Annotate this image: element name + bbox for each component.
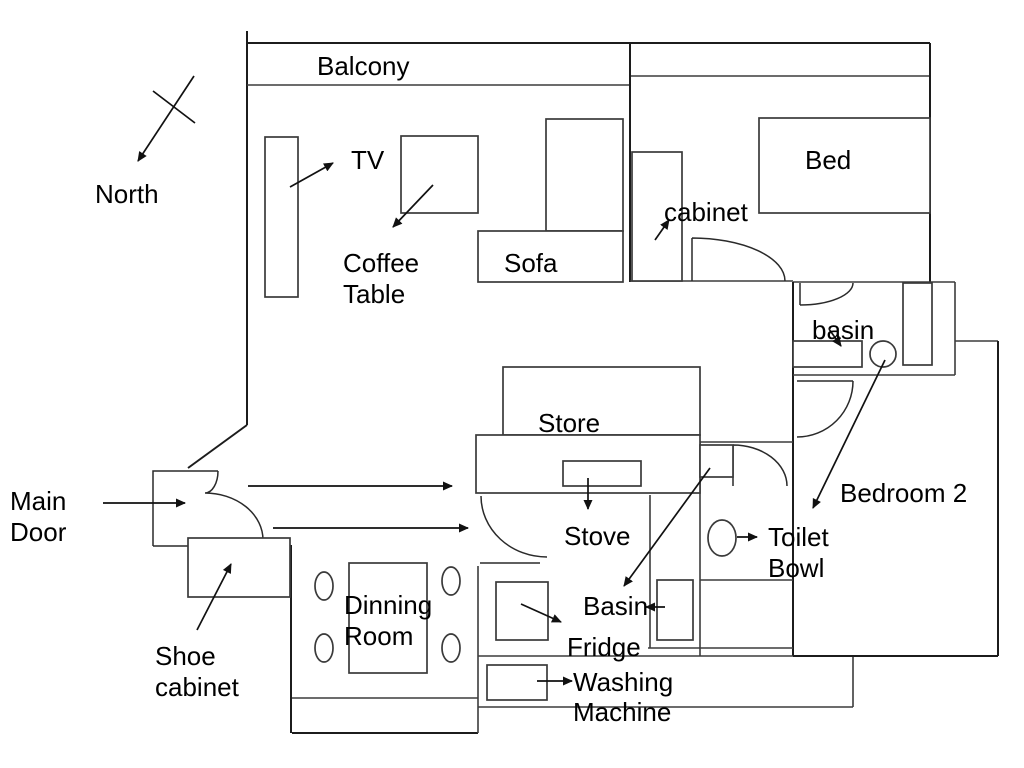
sofa-label: Sofa [504,248,558,278]
toilet-bowl-label-line2: Bowl [768,553,824,583]
shoe-cabinet-pointer-arrow [196,563,232,631]
cabinet-label: cabinet [664,197,749,227]
coffee-table-label-line2: Table [343,279,405,309]
dining-table [348,562,428,674]
doors [152,237,854,564]
shoe-cabinet-label-line1: Shoe [155,641,216,671]
dining-chair [314,571,334,601]
dining-chair [441,566,461,596]
dinning-room-label-line2: Room [344,621,413,651]
tv-label: TV [351,145,385,175]
coffee-table-label-line1: Coffee [343,248,419,278]
sofa-back-section [545,118,624,232]
store-label: Store [538,408,600,438]
fridge-pointer-arrow [520,603,562,623]
bathroom2-basin [699,444,734,478]
north-label: North [95,179,159,209]
wall-diagonal-entry [187,424,248,469]
basin-bath1-label: basin [812,315,874,345]
stove [562,460,642,487]
north-arrow [137,75,195,162]
bathroom1-toilet-bowl [869,340,897,368]
bathroom2-toilet-bowl [707,519,737,557]
labels: Balcony North TV Coffee Table Sofa cabin… [10,51,967,727]
bathroom1-fixture [902,282,933,366]
shoe-cabinet [187,537,291,598]
bathroom1-basin-counter [792,340,863,368]
fridge [495,581,549,641]
dinning-room-label-line1: Dinning [344,590,432,620]
washing-machine-label-line2: Machine [573,697,671,727]
stove-label: Stove [564,521,631,551]
main-door-leaf-and-swing [152,470,264,547]
bedroom2-door-swing [796,380,854,438]
coffee-table [400,135,479,214]
bed-label: Bed [805,145,851,175]
coffee-table-pointer-arrow [392,184,434,228]
toilet-bowl-label-line1: Toilet [768,522,829,552]
washing-machine-label-line1: Washing [573,667,673,697]
bathroom1-door-swing [799,282,854,306]
store-room [502,366,701,436]
north-arrow-crossbar [152,90,196,124]
basin-bath2-pointer-arrow [623,467,711,587]
bed [758,117,931,214]
basin-label: Basin [583,591,648,621]
sofa-seat-section [477,230,624,283]
balcony-label: Balcony [317,51,410,81]
basin-bath1-pointer-arrow [828,328,842,347]
bathroom2-door-swing [732,444,788,487]
dining-chair [441,633,461,663]
bedroom2-label: Bedroom 2 [840,478,967,508]
bedroom1-door-swing [691,237,786,282]
fridge-label: Fridge [567,632,641,662]
cabinet-pointer-arrow [654,219,670,241]
shoe-cabinet-label-line2: cabinet [155,672,240,702]
toilet-bowl-bath1-pointer-arrow [812,359,886,509]
main-door-label-line2: Door [10,517,67,547]
washing-machine [486,664,548,701]
tv-unit [264,136,299,298]
furniture [187,117,933,701]
kitchen-door-swing [480,495,548,564]
dining-chair [314,633,334,663]
main-door-label-line1: Main [10,486,66,516]
tv-pointer-arrow [289,162,334,188]
annotation-arrows [103,75,886,686]
bedroom1-cabinet [631,151,683,282]
kitchen-sink-basin [656,579,694,641]
